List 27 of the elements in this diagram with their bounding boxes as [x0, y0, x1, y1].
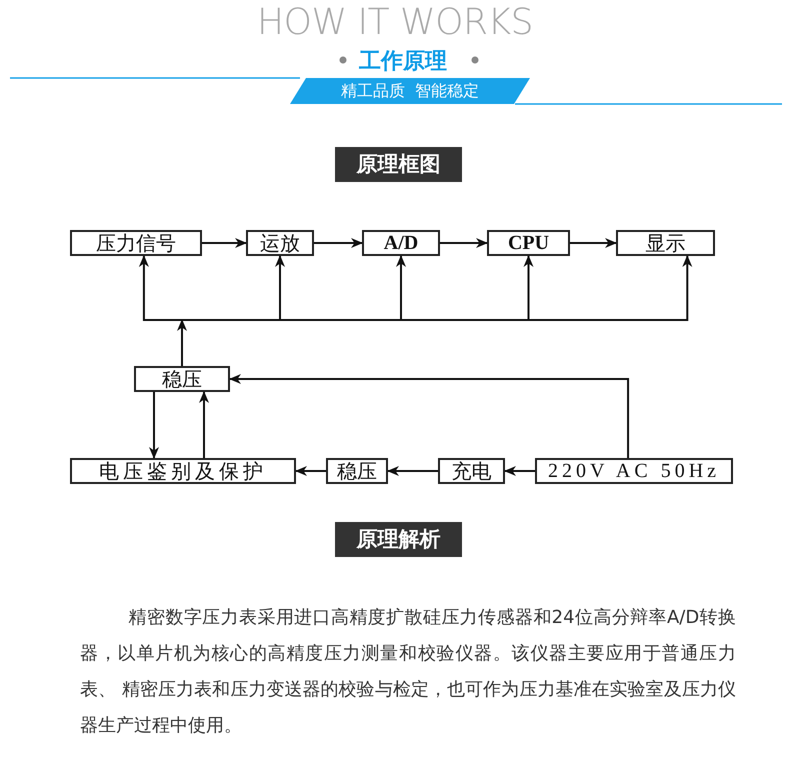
section-heading: 原理框图: [335, 147, 462, 182]
arrow: [504, 466, 535, 476]
arrow: [229, 374, 630, 458]
process-box: A/D: [362, 230, 440, 256]
arrow: [149, 392, 159, 459]
process-box: 充电: [438, 458, 505, 484]
arrow: [202, 238, 247, 248]
process-box: 电压鉴别及保护: [70, 458, 296, 484]
arrow: [387, 466, 438, 476]
process-box: 显示: [616, 230, 715, 256]
arrow: [295, 466, 326, 476]
process-box: 稳压: [134, 366, 230, 392]
section-heading: 原理解析: [335, 522, 462, 557]
process-box: 运放: [246, 230, 314, 256]
arrow: [177, 319, 187, 366]
description-paragraph: 精密数字压力表采用进口高精度扩散硅压力传感器和24位高分辩率A/D转换器，以单片机为核心的高精度压力测量和校验仪器。该仪器主要应用于普通压力表、 精密压力表和压力变送器的校验与检定，也可作为压力基准在实验室及压力仪器生产过程中使用。: [80, 606, 736, 738]
process-box: CPU: [487, 230, 570, 256]
arrow: [199, 391, 209, 458]
arrow: [440, 238, 488, 248]
slogan-banner: 精工品质 智能稳定: [290, 78, 530, 104]
arrow: [314, 238, 363, 248]
process-box: 压力信号: [70, 230, 202, 256]
subtitle: 工作原理: [359, 48, 447, 76]
arrow: [570, 238, 617, 248]
title: HOW IT WORKS: [256, 2, 534, 43]
power-source-box: 220V AC 50Hz: [535, 458, 733, 484]
process-box: 稳压: [326, 458, 388, 484]
